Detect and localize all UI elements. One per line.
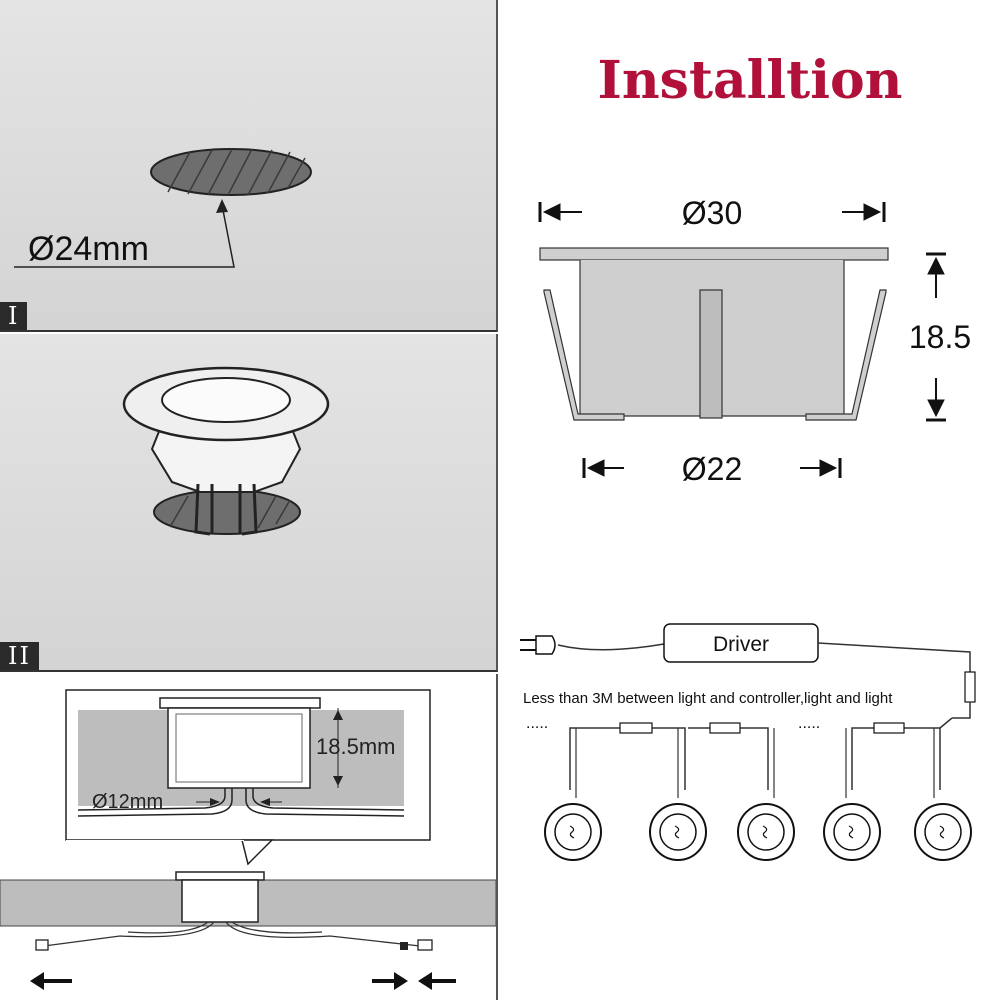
height-dimension <box>926 252 946 422</box>
step-2-panel: II <box>0 334 498 672</box>
dimension-drawing: Ø30 18.5 Ø22 <box>538 195 971 487</box>
light-4 <box>823 803 881 861</box>
callout-pointer <box>241 839 274 866</box>
hole-drawing: Ø24mm <box>14 148 312 268</box>
wiring-diagram: Driver ..... ..... <box>520 623 976 861</box>
cable-diameter-label: Ø12mm <box>92 791 163 813</box>
step-1-tag: I <box>0 302 28 330</box>
driver-output-cable <box>817 642 971 672</box>
step-2-tag: II <box>0 642 39 670</box>
cable-connectors <box>619 722 905 734</box>
dots-left: ..... <box>526 715 548 732</box>
dots-middle: ..... <box>798 715 820 732</box>
light-lens <box>161 377 291 423</box>
driver-connector <box>964 671 976 703</box>
right-connector <box>417 939 433 951</box>
bottom-diameter-label: Ø22 <box>682 451 742 487</box>
power-cord <box>557 643 665 651</box>
spring-clips <box>194 483 258 536</box>
insert-drawing <box>122 366 330 536</box>
light-3 <box>737 803 795 861</box>
wiring-cables <box>43 921 421 947</box>
top-diameter-label: Ø30 <box>682 195 742 231</box>
height-label: 18.5 <box>909 319 971 355</box>
width-22-dimension <box>582 458 842 478</box>
right-spring-clip <box>805 289 887 421</box>
left-connector <box>35 939 49 951</box>
bus-cables <box>569 717 953 790</box>
flange-section <box>159 697 321 709</box>
page-title: Installtion <box>597 50 903 111</box>
cable-length-note: Less than 3M between light and controlle… <box>523 690 893 707</box>
drilled-hole <box>150 148 312 196</box>
cable-outlet <box>699 289 723 419</box>
leader-line <box>14 204 235 268</box>
mounting-hole <box>153 489 301 535</box>
light-5 <box>914 803 972 861</box>
left-spring-clip <box>543 289 625 421</box>
light-1 <box>544 803 602 861</box>
plug-icon <box>520 635 556 655</box>
driver-label: Driver <box>713 633 769 656</box>
width-30-dimension <box>538 202 886 222</box>
hole-diameter-label: Ø24mm <box>28 230 149 268</box>
leader-arrowhead <box>216 199 228 213</box>
section-drawing: 18.5mm Ø12mm <box>0 689 497 990</box>
section-panel: 18.5mm Ø12mm <box>0 674 498 1000</box>
step-1-panel: Ø24mm I <box>0 0 498 332</box>
flange-profile <box>539 247 889 261</box>
hole-hatching <box>167 148 306 196</box>
light-leads <box>575 728 935 798</box>
installed-light <box>181 879 259 923</box>
section-depth-label: 18.5mm <box>316 734 395 759</box>
cable-section <box>77 788 405 817</box>
light-2 <box>649 803 707 861</box>
